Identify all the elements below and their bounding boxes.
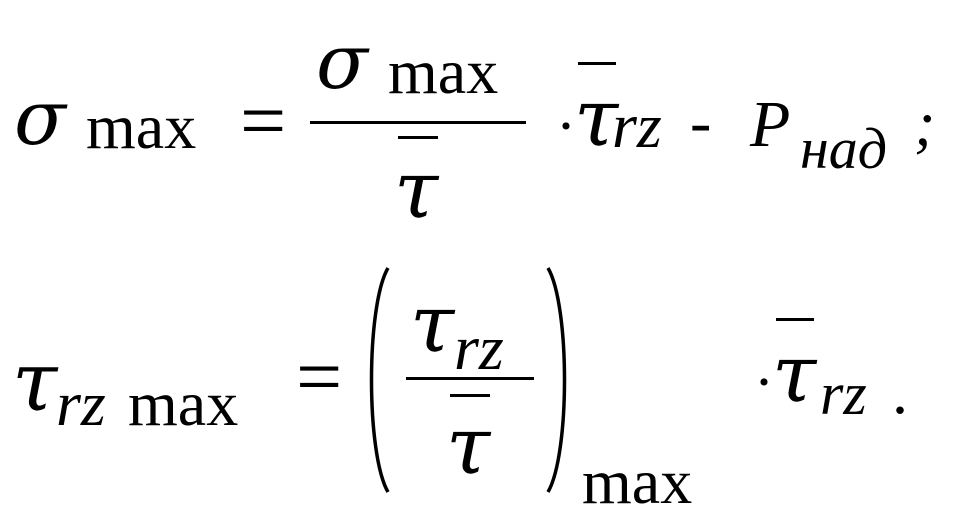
formula2-lhs-max: max xyxy=(128,368,239,439)
formula2-numerator-tau: τ xyxy=(410,277,455,370)
formula2-tau: τ xyxy=(772,327,817,420)
formula2-tau-overbar xyxy=(776,318,814,321)
formula2-left-paren xyxy=(369,267,390,493)
formula2-right-paren xyxy=(546,267,567,493)
formula1-denominator-overbar xyxy=(398,136,438,139)
formula2-fraction-bar xyxy=(406,377,534,380)
formula1-minus: - xyxy=(690,86,712,157)
formula1-tau-overbar xyxy=(578,62,616,65)
formula2-denominator-tau: τ xyxy=(446,399,491,492)
formula1-p-sub: над xyxy=(800,116,888,181)
formula1-denominator-tau: τ xyxy=(394,143,439,236)
formula1-dot: · xyxy=(556,93,576,159)
formula1-p: P xyxy=(750,88,791,161)
formula2-tau-sub: rz xyxy=(820,361,867,427)
formula2-dot: · xyxy=(754,349,774,415)
formula2-equals: = xyxy=(296,331,343,422)
formula1-numerator-max: max xyxy=(388,36,499,107)
formula2-lhs-rz: rz xyxy=(56,368,106,439)
formula1-lhs-max: max xyxy=(86,91,197,162)
formula1-tau: τ xyxy=(574,71,619,164)
formula2-numerator-rz: rz xyxy=(454,312,504,383)
formula1-tau-sub: rz xyxy=(612,90,662,161)
formula1-equals: = xyxy=(240,75,287,166)
formula2-terminator: . xyxy=(892,356,908,427)
formula2-paren-sub-max: max xyxy=(582,446,693,517)
formula2-denominator-overbar xyxy=(450,394,490,397)
formula1-fraction-bar xyxy=(310,121,526,124)
formula1-terminator: ; xyxy=(914,88,936,159)
formula2-lhs-tau: τ xyxy=(12,335,58,430)
formula1-lhs-sigma: σ xyxy=(14,73,66,162)
formula1-numerator-sigma: σ xyxy=(316,17,368,106)
